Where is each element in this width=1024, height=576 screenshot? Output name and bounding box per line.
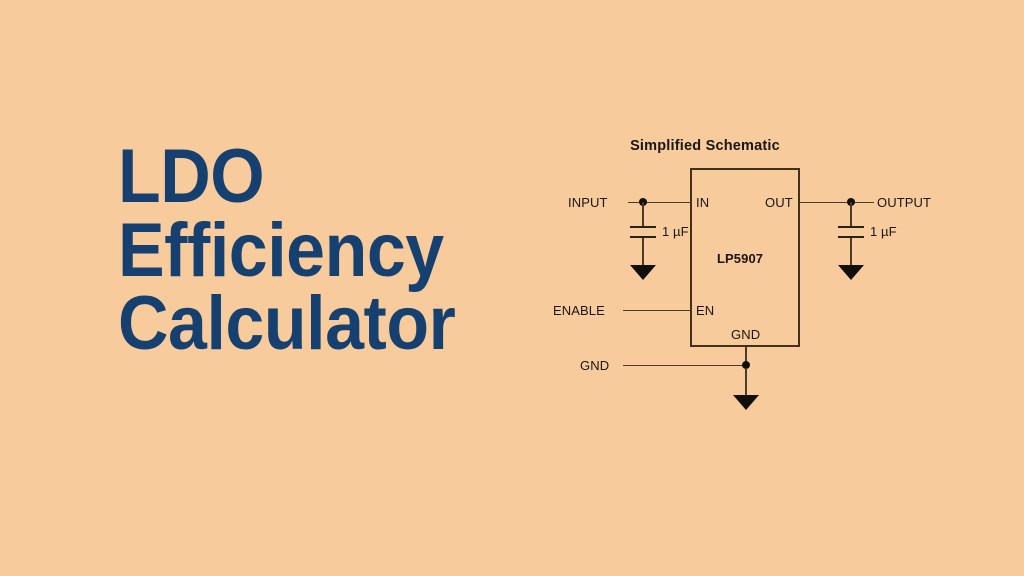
ic-part-number-label: LP5907 xyxy=(717,251,764,266)
title-line-2: Efficiency xyxy=(118,207,444,293)
pin-label-en: EN xyxy=(696,303,715,318)
net-label-enable: ENABLE xyxy=(553,303,605,318)
page-title: LDO Efficiency Calculator xyxy=(118,134,518,367)
wire-input-cap-bottom-lead xyxy=(642,238,644,266)
simplified-schematic-figure: Simplified Schematic LP5907 IN OUT EN GN… xyxy=(540,128,990,438)
wire-output-cap-top-lead xyxy=(850,202,852,226)
wire-gnd-pin-drop xyxy=(745,347,747,366)
wire-out-to-output xyxy=(800,201,874,204)
ground-symbol-gnd xyxy=(733,395,759,410)
output-capacitor-plate-top xyxy=(838,226,864,228)
pin-label-out: OUT xyxy=(765,195,793,210)
node-dot-gnd xyxy=(742,361,750,369)
net-label-input: INPUT xyxy=(568,195,608,210)
net-label-gnd: GND xyxy=(580,358,610,373)
input-capacitor-plate-top xyxy=(630,226,656,228)
title-line-3: Calculator xyxy=(118,281,456,367)
ic-body-lp5907 xyxy=(690,168,800,347)
schematic-heading: Simplified Schematic xyxy=(630,138,780,154)
ground-symbol-input xyxy=(630,265,656,280)
pin-label-in: IN xyxy=(696,195,710,210)
input-capacitor-plate-bottom xyxy=(630,236,656,238)
ground-symbol-output xyxy=(838,265,864,280)
output-capacitor-value-label: 1 µF xyxy=(870,224,897,239)
net-label-output: OUTPUT xyxy=(877,195,932,210)
wire-input-to-in xyxy=(628,201,691,204)
wire-gnd-to-ground-symbol xyxy=(745,368,747,396)
wire-output-cap-bottom-lead xyxy=(850,238,852,266)
wire-input-cap-top-lead xyxy=(642,202,644,226)
title-line-1: LDO xyxy=(118,134,265,219)
output-capacitor-plate-bottom xyxy=(838,236,864,238)
wire-enable-to-en xyxy=(623,309,691,312)
pin-label-gnd: GND xyxy=(731,327,761,342)
input-capacitor-value-label: 1 µF xyxy=(662,224,689,239)
wire-gnd-to-node xyxy=(623,364,747,367)
